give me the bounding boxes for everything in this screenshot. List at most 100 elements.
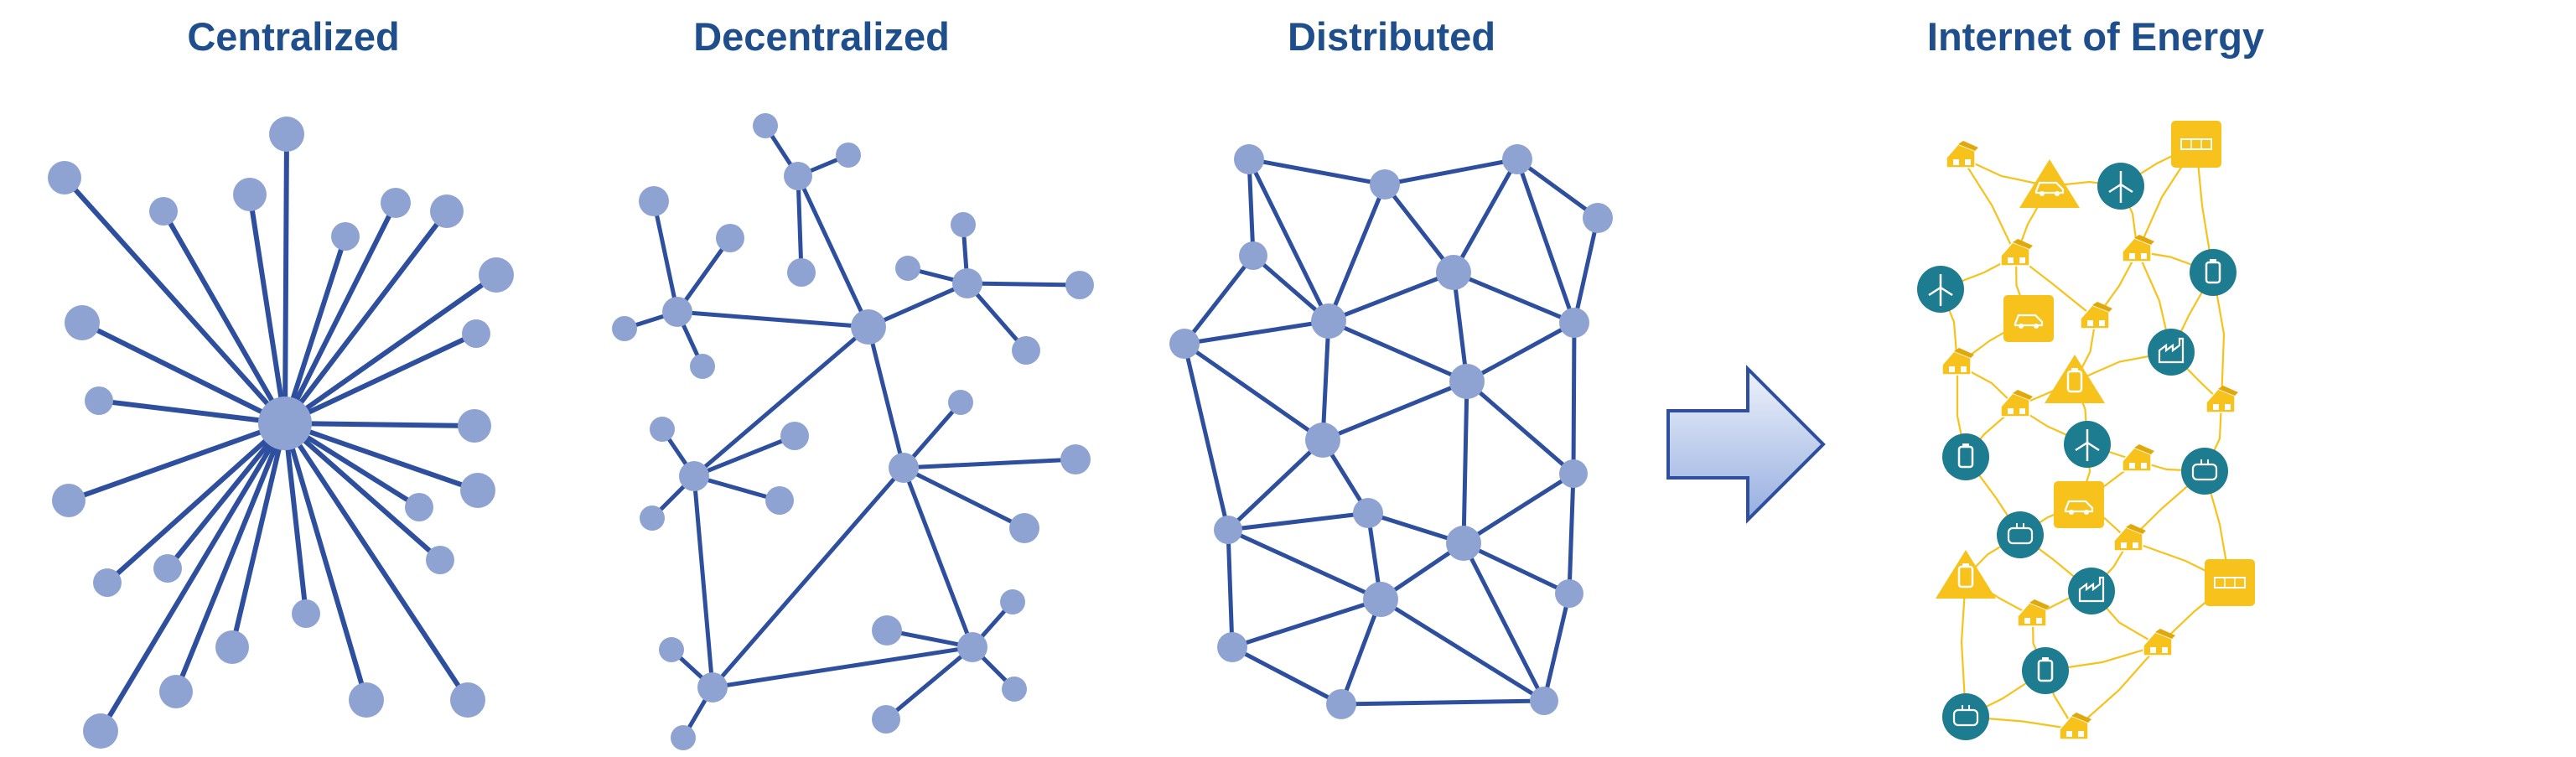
distributed-network-diagram (1169, 144, 1613, 719)
decentralized-edge (692, 433, 797, 479)
distributed-edge (1451, 270, 1469, 384)
centralized-edge (282, 331, 479, 426)
distributed-node (1239, 241, 1267, 270)
centralized-node (479, 257, 514, 293)
distributed-node (1353, 498, 1383, 528)
distributed-edge (1247, 157, 1256, 258)
wind-turbine-icon (2064, 421, 2111, 468)
decentralized-node (889, 453, 919, 483)
decentralized-edge (710, 645, 975, 690)
decentralized-edge (901, 465, 975, 650)
distributed-edge (1226, 511, 1371, 532)
distributed-edge (1515, 157, 1577, 325)
centralized-edge (165, 421, 288, 571)
distributed-node (1370, 169, 1400, 200)
centralized-node (381, 188, 411, 218)
distributed-edge (1382, 182, 1456, 275)
battery-icon (2190, 249, 2237, 296)
distributed-edge (1226, 527, 1235, 650)
distributed-node (1234, 144, 1264, 174)
distributed-edge (1182, 319, 1331, 346)
centralized-node (159, 675, 193, 708)
decentralized-edge (884, 645, 975, 722)
centralized-edge (98, 421, 288, 734)
distributed-edge (1230, 645, 1344, 707)
distributed-edge (1461, 541, 1547, 703)
distributed-edge (1451, 270, 1577, 325)
decentralized-node (787, 258, 816, 287)
distributed-node (1559, 308, 1589, 338)
battery-icon (1936, 550, 1996, 599)
centralized-node (215, 630, 249, 664)
distributed-edge (1515, 157, 1600, 220)
decentralized-node (662, 297, 692, 327)
distributed-node (1502, 144, 1532, 174)
distributed-edge (1326, 270, 1456, 324)
house-icon (2080, 302, 2112, 329)
centralized-node (52, 484, 86, 517)
decentralized-node (895, 256, 920, 281)
decentralized-edges (622, 123, 1082, 740)
house-icon (2000, 390, 2033, 417)
distributed-edge (1567, 471, 1576, 596)
house-icon (2113, 524, 2146, 552)
distributed-node (1363, 582, 1398, 617)
centralized-edge (282, 421, 308, 616)
distributed-node (1217, 632, 1247, 662)
centralized-edge (174, 421, 288, 694)
distributed-edge (1542, 591, 1572, 703)
decentralized-node (716, 224, 744, 252)
decentralized-node (1009, 513, 1039, 543)
right-arrow-icon (1666, 365, 1826, 524)
centralized-node (85, 386, 113, 415)
centralized-node (153, 554, 182, 583)
centralized-edge (105, 421, 288, 585)
distributed-node (1326, 689, 1356, 719)
distributed-edge (1464, 379, 1576, 476)
centralized-edge (282, 421, 470, 703)
centralized-node (149, 197, 178, 226)
centralized-edge (282, 421, 443, 563)
distributed-edge (1382, 157, 1520, 187)
electric-vehicle-icon (2019, 159, 2080, 208)
distributed-edge (1461, 471, 1576, 546)
distributed-edge (1571, 320, 1577, 476)
centralized-node (460, 473, 495, 508)
house-icon (2000, 239, 2033, 267)
decentralized-edge (692, 474, 715, 690)
centralized-edge (282, 272, 499, 426)
centralized-edge (282, 421, 369, 703)
decentralized-edge (866, 281, 970, 329)
distributed-node (1436, 255, 1471, 290)
centralized-edge (282, 234, 348, 426)
distributed-edge (1182, 341, 1231, 532)
distributed-node (1169, 329, 1200, 359)
decentralized-node (639, 186, 669, 216)
heater-icon (1942, 693, 1989, 740)
distributed-node (1214, 516, 1242, 544)
decentralized-edge (965, 281, 1082, 288)
wind-turbine-icon (2097, 163, 2144, 210)
distributed-edge (1320, 319, 1331, 443)
centralized-node (83, 713, 118, 749)
centralized-edges (62, 132, 499, 734)
decentralized-edge (866, 324, 906, 470)
distributed-node (1311, 303, 1346, 339)
decentralized-node (872, 705, 900, 734)
solar-panel-icon (2171, 121, 2221, 168)
centralized-node (65, 305, 100, 340)
centralized-network-diagram (48, 117, 514, 749)
ioe-connection-line (1961, 157, 2017, 257)
centralized-edge (282, 421, 477, 428)
centralized-edge (66, 421, 288, 503)
decentralized-node (1060, 444, 1091, 474)
distributed-edge (1572, 215, 1600, 325)
centralized-node (458, 409, 491, 443)
distributed-edge (1451, 157, 1520, 275)
distributed-edge (1378, 597, 1547, 703)
distributed-edge (1247, 157, 1331, 324)
distributed-node (1449, 364, 1485, 399)
centralized-node (405, 493, 433, 521)
house-icon (1941, 348, 1974, 376)
distributed-edge (1339, 597, 1383, 707)
